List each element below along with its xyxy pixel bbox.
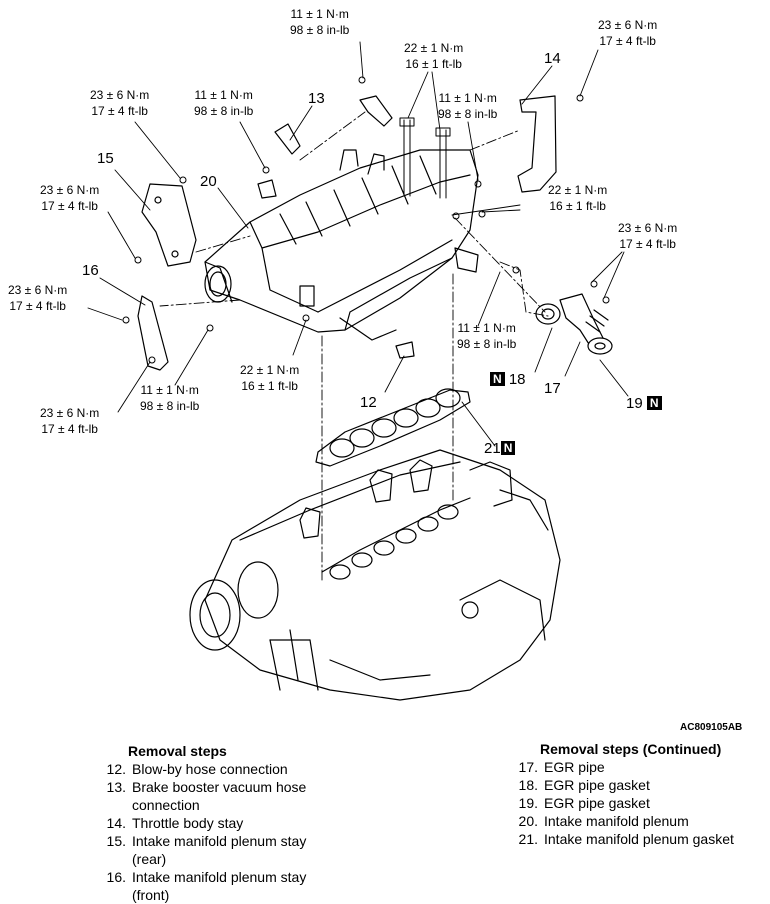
part-number-17: 17 xyxy=(544,380,561,397)
part-number-14: 14 xyxy=(544,50,561,67)
list-item: 13.Brake booster vacuum hose connection xyxy=(106,779,307,813)
removal-steps-continued-title: Removal steps (Continued) xyxy=(540,741,722,757)
list-item: 12.Blow-by hose connection xyxy=(106,761,288,777)
part-number-16: 16 xyxy=(82,262,99,279)
part-number-20: 20 xyxy=(200,173,217,190)
new-part-mark: N xyxy=(500,441,516,455)
plenum-gasket xyxy=(315,388,471,467)
list-item: 20.Intake manifold plenum xyxy=(518,813,689,829)
torque-label-right-egr: 23 ± 6 N·m 17 ± 4 ft-lb xyxy=(618,221,678,251)
part-number-19: 19 N xyxy=(626,395,662,413)
throttle-body-stay xyxy=(517,95,557,193)
torque-label-left-15: 23 ± 6 N·m 17 ± 4 ft-lb xyxy=(40,183,100,213)
torque-label-mid-right: 11 ± 1 N·m 98 ± 8 in-lb xyxy=(438,91,498,121)
torque-label-center-lower: 22 ± 1 N·m 16 ± 1 ft-lb xyxy=(240,363,300,393)
removal-steps-continued-list: Removal steps (Continued) 17.EGR pipe 18… xyxy=(502,740,756,848)
removal-steps-list: Removal steps 12.Blow-by hose connection… xyxy=(90,742,344,904)
list-item: 17.EGR pipe xyxy=(518,759,605,775)
list-item: 19.EGR pipe gasket xyxy=(518,795,650,811)
plenum-stay-front xyxy=(137,295,169,371)
part-number-13: 13 xyxy=(308,90,325,107)
list-item: 16.Intake manifold plenum stay (front) xyxy=(106,869,307,903)
intake-manifold-plenum xyxy=(204,149,479,341)
list-item: 14.Throttle body stay xyxy=(106,815,244,831)
torque-label-left-mid: 11 ± 1 N·m 98 ± 8 in-lb xyxy=(194,88,254,118)
torque-label-right-bolts: 22 ± 1 N·m 16 ± 1 ft-lb xyxy=(548,183,608,213)
part-number-15: 15 xyxy=(97,150,114,167)
plenum-stay-rear xyxy=(141,183,197,267)
torque-label-bolts-upper: 22 ± 1 N·m 16 ± 1 ft-lb xyxy=(404,41,464,71)
torque-label-left-16: 23 ± 6 N·m 17 ± 4 ft-lb xyxy=(8,283,68,313)
list-item: 21.Intake manifold plenum gasket xyxy=(518,831,734,847)
list-item: 15.Intake manifold plenum stay (rear) xyxy=(106,833,307,867)
removal-steps-title: Removal steps xyxy=(128,743,227,759)
part-number-12: 12 xyxy=(360,394,377,411)
egr-pipe-assembly xyxy=(535,293,613,355)
list-item: 18.EGR pipe gasket xyxy=(518,777,650,793)
part-number-18: N 18 xyxy=(490,371,526,389)
exploded-view-diagram xyxy=(87,41,629,701)
new-part-mark: N xyxy=(490,372,505,386)
torque-label-left-lower: 11 ± 1 N·m 98 ± 8 in-lb xyxy=(140,383,200,413)
torque-label-top-right: 23 ± 6 N·m 17 ± 4 ft-lb xyxy=(598,18,658,48)
new-part-mark: N xyxy=(646,396,662,410)
torque-label-left-upper: 23 ± 6 N·m 17 ± 4 ft-lb xyxy=(90,88,150,118)
torque-label-top: 11 ± 1 N·m 98 ± 8 in-lb xyxy=(290,7,350,37)
torque-label-right-lower: 11 ± 1 N·m 98 ± 8 in-lb xyxy=(457,321,517,351)
figure-code: AC809105AB xyxy=(680,722,743,733)
engine-block xyxy=(189,449,561,701)
torque-label-left-bottom: 23 ± 6 N·m 17 ± 4 ft-lb xyxy=(40,406,100,436)
